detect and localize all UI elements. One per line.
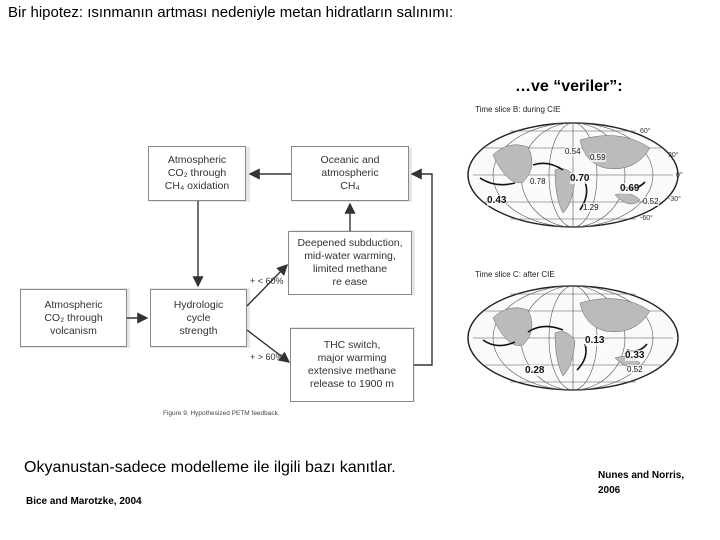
map-value-label: 0.33 — [625, 350, 645, 361]
map-value-label: 0.13 — [585, 335, 605, 346]
box-deepened-subduction: Deepened subduction, mid-water warming, … — [288, 231, 412, 295]
citation-nunes-norris: Nunes and Norris, 2006 — [598, 468, 684, 498]
map-value-label: 0.78 — [530, 177, 546, 186]
map-value-label: 0.43 — [487, 195, 507, 206]
box-atmospheric-co2-ch4: Atmospheric CO₂ through CH₄ oxidation — [148, 146, 246, 201]
citation-right-line1: Nunes and Norris, — [598, 470, 685, 481]
lat-label: 0° — [676, 172, 683, 179]
map-value-label: 0.52 — [643, 197, 659, 206]
map-title-after: Time slice C: after CIE — [475, 270, 555, 279]
box-thc-switch: THC switch, major warming extensive meth… — [290, 328, 414, 402]
map-value-label: 0.69 — [620, 183, 640, 194]
map-value-label: 0.52 — [627, 365, 643, 374]
citation-right-line2: 2006 — [598, 485, 621, 496]
map-value-label: 0.28 — [525, 365, 545, 376]
lat-label: -60° — [640, 215, 653, 222]
threshold-high-label: + > 60% — [250, 352, 284, 362]
map-value-label: 0.70 — [570, 173, 590, 184]
box-atmospheric-co2-volcanism: Atmospheric CO₂ through volcanism — [20, 289, 127, 347]
lat-label: 30° — [668, 152, 679, 159]
box-oceanic-atmospheric-ch4: Oceanic and atmospheric CH₄ — [291, 146, 409, 201]
evidence-subtitle: Okyanustan-sadece modelleme ile ilgili b… — [24, 459, 396, 476]
lat-label: 60° — [640, 128, 651, 135]
lat-label: -30° — [668, 196, 681, 203]
world-map-after — [467, 285, 679, 391]
map-value-label: 0.54 — [565, 147, 581, 156]
map-during-cie: Time slice B: during CIE 0.54 0.59 0.70 0.7… — [455, 105, 695, 235]
map-value-label: 1.29 — [583, 203, 599, 212]
figure-caption: Figure 9. Hypothesized PETM feedback. — [163, 410, 280, 417]
threshold-low-label: + < 60% — [250, 276, 284, 286]
map-after-cie: Time slice C: after CIE 0.13 0.33 0.28 0.52 — [455, 270, 695, 391]
citation-bice-marotzke: Bice and Marotzke, 2004 — [26, 496, 142, 507]
map-title-during: Time slice B: during CIE — [475, 105, 561, 114]
map-value-label: 0.59 — [590, 153, 606, 162]
slide-title: Bir hipotez: ısınmanın artması nedeniyle… — [8, 4, 454, 21]
maps-heading: …ve “veriler”: — [515, 78, 623, 95]
box-hydrologic-cycle: Hydrologic cycle strength — [150, 289, 247, 347]
